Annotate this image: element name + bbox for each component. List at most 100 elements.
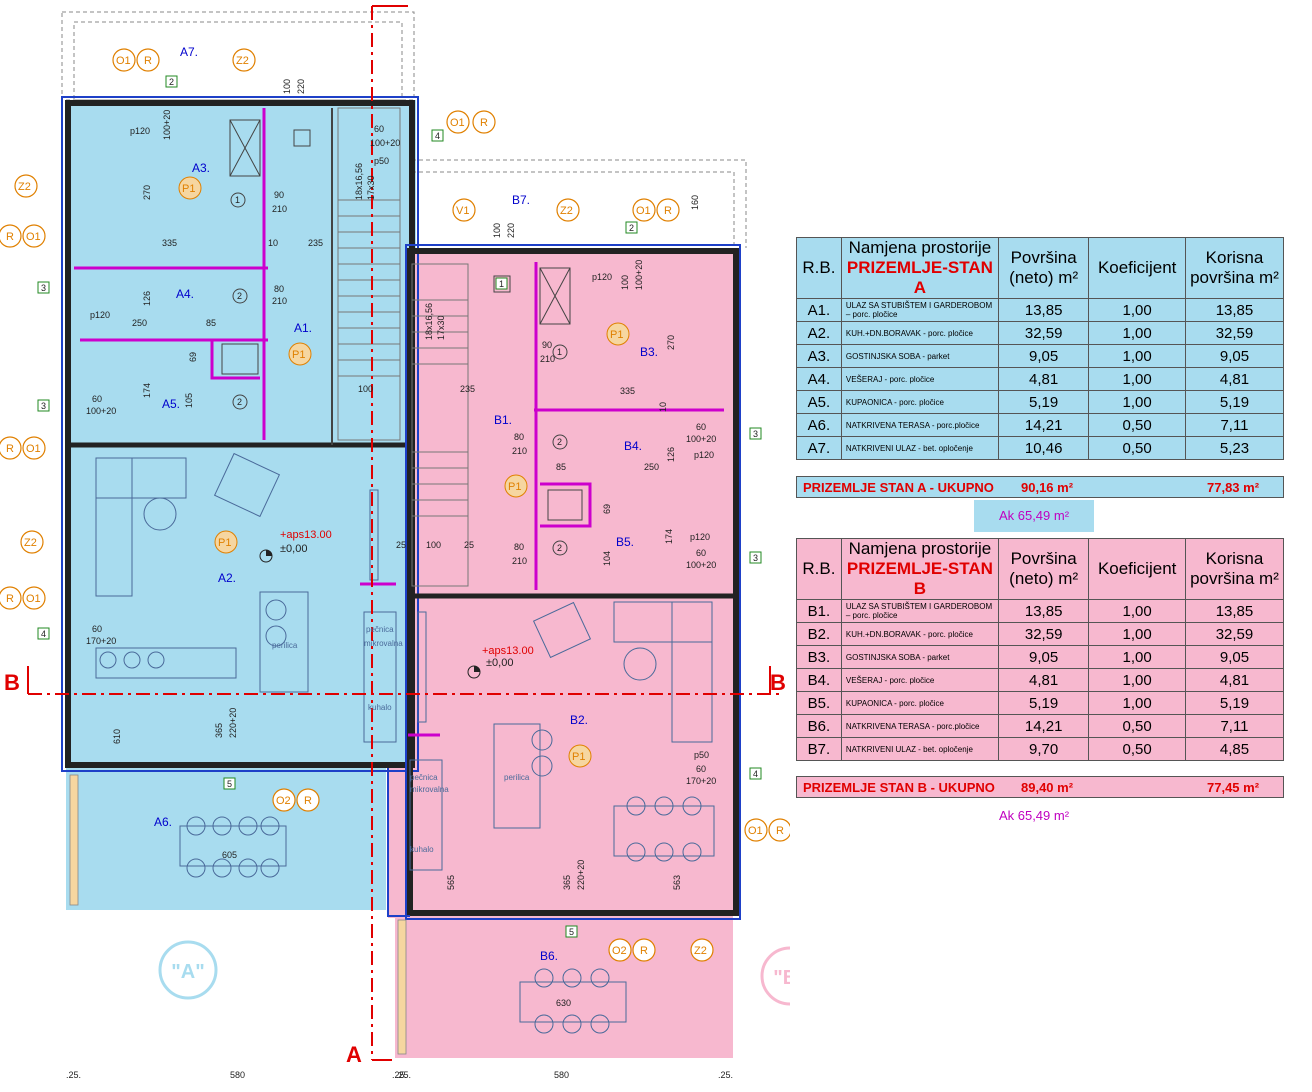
svg-text:10: 10 <box>268 238 278 248</box>
svg-text:610: 610 <box>112 729 122 744</box>
svg-text:.25.: .25. <box>66 1070 81 1080</box>
svg-text:210: 210 <box>512 446 527 456</box>
svg-text:pečnica: pečnica <box>366 625 394 634</box>
svg-text:O1: O1 <box>450 117 465 129</box>
svg-text:250: 250 <box>132 318 147 328</box>
svg-text:±0,00: ±0,00 <box>280 543 307 555</box>
svg-text:pečnica: pečnica <box>410 773 438 782</box>
room-label: B7. <box>512 193 530 207</box>
svg-text:O1: O1 <box>636 205 651 217</box>
col-area: Površina(neto) m² <box>997 538 1090 600</box>
room-label: B3. <box>640 345 658 359</box>
svg-text:3: 3 <box>41 283 46 293</box>
svg-text:210: 210 <box>272 204 287 214</box>
svg-text:100: 100 <box>426 540 441 550</box>
svg-text:3: 3 <box>753 553 758 563</box>
svg-text:60: 60 <box>696 548 706 558</box>
floor-plan: A B B "A" "B" A1. A2. A3. A4. A5. A6. A7… <box>0 5 790 1080</box>
svg-text:2: 2 <box>557 437 562 447</box>
col-coef: Koeficijent <box>1088 538 1186 600</box>
svg-text:4: 4 <box>435 131 440 141</box>
svg-text:605: 605 <box>222 850 237 860</box>
room-label: B5. <box>616 535 634 549</box>
svg-text:R: R <box>6 443 14 455</box>
floor-tags: P1 P1 P1 P1 P1 P1 <box>178 176 630 768</box>
svg-text:R: R <box>6 231 14 243</box>
svg-text:R: R <box>304 795 312 807</box>
col-rb: R.B. <box>796 237 842 299</box>
svg-text:perilica: perilica <box>504 773 530 782</box>
ak-a: Ak 65,49 m² <box>974 500 1094 532</box>
svg-text:335: 335 <box>162 238 177 248</box>
appliance-labels: perilica pečnica mikrovalna kuhalo peril… <box>272 625 530 854</box>
room-labels: A1. A2. A3. A4. A5. A6. A7. B1. B2. B3. … <box>154 45 658 963</box>
window-numbers: 23 34 45 23 34 51 <box>37 75 762 938</box>
svg-text:kuhalo: kuhalo <box>368 703 392 712</box>
svg-text:P1: P1 <box>508 481 521 493</box>
svg-text:O1: O1 <box>26 593 41 605</box>
svg-text:160: 160 <box>690 195 700 210</box>
room-label: B6. <box>540 949 558 963</box>
stan-a-fill <box>66 100 416 910</box>
room-label: B1. <box>494 413 512 427</box>
svg-text:P1: P1 <box>182 183 195 195</box>
bottom-dimensions: .25. 580 .25. .25. 580 .25. <box>66 1070 733 1080</box>
svg-text:5: 5 <box>569 927 574 937</box>
svg-text:365: 365 <box>562 875 572 890</box>
svg-text:100+20: 100+20 <box>686 434 716 444</box>
dimensions: 100 220 60 100+20 p50 p120 100+20 270 33… <box>86 79 716 1008</box>
room-label: A7. <box>180 45 198 59</box>
svg-text:R: R <box>776 825 784 837</box>
total-a: PRIZEMLJE STAN A - UKUPNO 90,16 m² 77,83… <box>796 476 1284 498</box>
ak-b: Ak 65,49 m² <box>998 808 1070 823</box>
svg-text:R: R <box>640 945 648 957</box>
room-label: A2. <box>218 571 236 585</box>
furniture-a <box>95 452 397 743</box>
svg-text:kuhalo: kuhalo <box>410 845 434 854</box>
svg-text:270: 270 <box>666 335 676 350</box>
svg-text:90: 90 <box>542 340 552 350</box>
svg-text:18x16,56: 18x16,56 <box>424 303 434 340</box>
svg-text:V1: V1 <box>456 205 469 217</box>
svg-text:5: 5 <box>227 779 232 789</box>
svg-text:100: 100 <box>358 384 373 394</box>
unit-badge-a: "A" <box>158 940 218 1000</box>
col-rb: R.B. <box>796 538 842 600</box>
svg-text:69: 69 <box>188 352 198 362</box>
svg-text:2: 2 <box>557 543 562 553</box>
svg-text:+aps13.00: +aps13.00 <box>482 645 534 657</box>
room-label: A3. <box>192 161 210 175</box>
svg-text:105: 105 <box>184 393 194 408</box>
section-b-label-left: B <box>4 670 20 695</box>
total-b: PRIZEMLJE STAN B - UKUPNO 89,40 m² 77,45… <box>796 776 1284 798</box>
svg-text:O1: O1 <box>116 55 131 67</box>
svg-text:100+20: 100+20 <box>686 560 716 570</box>
walls-b <box>387 244 741 920</box>
svg-text:.25.: .25. <box>392 1070 407 1080</box>
svg-text:p50: p50 <box>694 750 709 760</box>
svg-text:126: 126 <box>142 291 152 306</box>
svg-text:Z2: Z2 <box>24 537 37 549</box>
svg-text:25: 25 <box>396 540 406 550</box>
section-b-label-right: B <box>770 670 786 695</box>
svg-text:174: 174 <box>142 383 152 398</box>
stairs-b <box>411 263 469 587</box>
svg-text:174: 174 <box>664 529 674 544</box>
svg-text:2: 2 <box>237 291 242 301</box>
svg-text:100+20: 100+20 <box>634 260 644 290</box>
svg-text:250: 250 <box>644 462 659 472</box>
svg-text:104: 104 <box>602 551 612 566</box>
svg-text:170+20: 170+20 <box>86 636 116 646</box>
svg-text:perilica: perilica <box>272 641 298 650</box>
